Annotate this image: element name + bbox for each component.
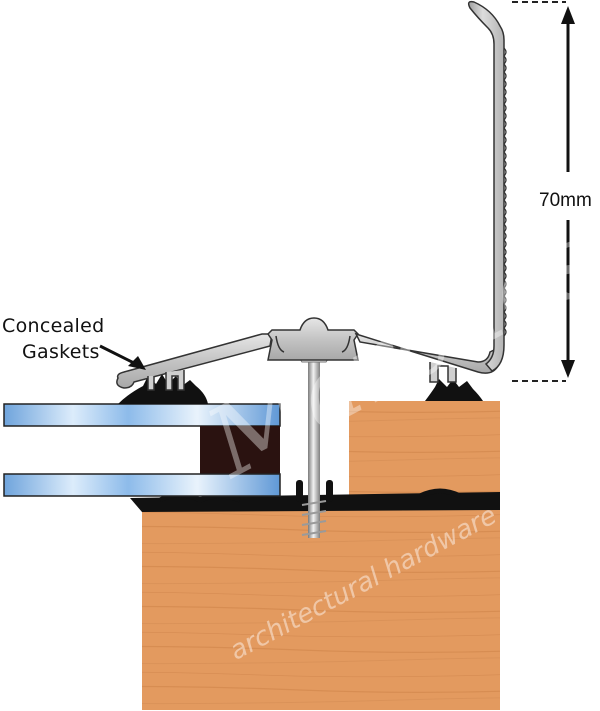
- dimension-label: 70mm: [539, 188, 592, 214]
- timber-rafter: [142, 510, 500, 710]
- screw-shaft: [308, 360, 320, 538]
- callout-label-line1: Concealed: [2, 315, 105, 337]
- glass-pane-lower: [3, 473, 281, 497]
- glass-spacer: [200, 426, 280, 474]
- concealed-gasket-right: [425, 379, 483, 401]
- concealed-gasket-left: [118, 374, 208, 404]
- aluminium-upstand: [467, 0, 505, 372]
- timber-upstand-block: [349, 401, 500, 498]
- callout-label-line2: Gaskets: [22, 341, 100, 363]
- aluminium-cap-centre: [267, 317, 359, 361]
- aluminium-cap-left-wing: [116, 333, 273, 389]
- upstand-serrations: [503, 47, 507, 337]
- aluminium-cap-right-wing: [354, 332, 503, 374]
- glass-pane-upper: [3, 403, 281, 427]
